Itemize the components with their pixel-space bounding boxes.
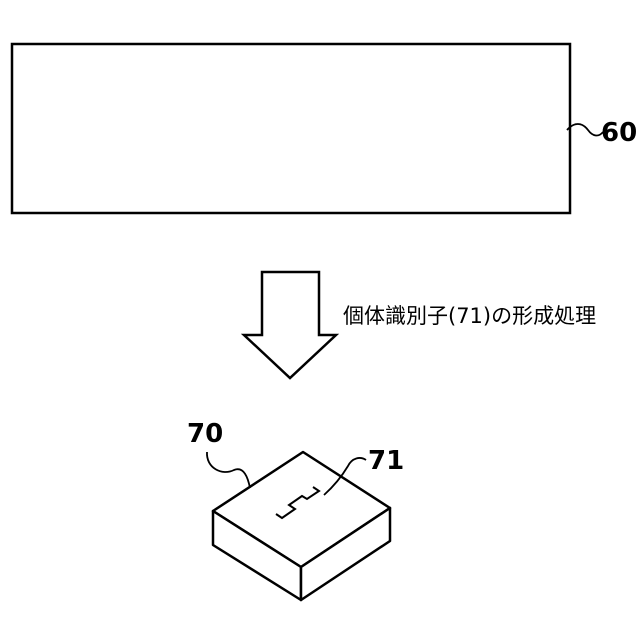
wafer-leader-line [567, 124, 603, 136]
wafer-rectangle [12, 44, 570, 213]
identifier-reference-label: 71 [368, 446, 404, 476]
down-arrow-icon [244, 272, 336, 378]
chip-reference-label: 70 [187, 419, 223, 449]
wafer-reference-label: 60 [601, 118, 637, 148]
chip-box [213, 452, 390, 600]
process-caption: 個体識別子(71)の形成処理 [343, 304, 596, 328]
chip-leader-line [207, 452, 250, 488]
